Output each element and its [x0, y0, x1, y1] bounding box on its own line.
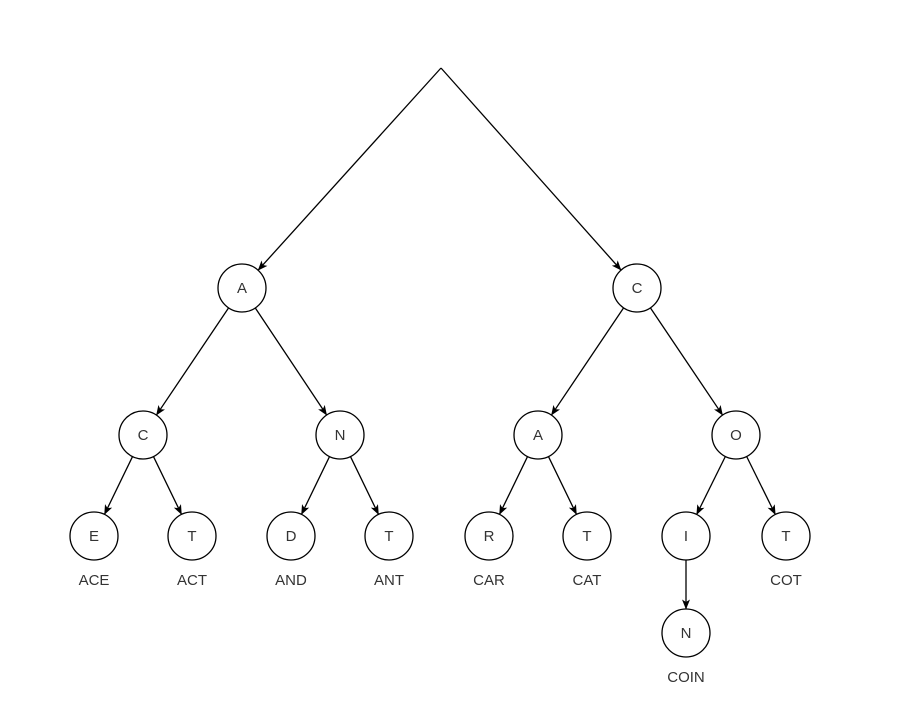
- trie-node-n2: N COIN: [661, 608, 711, 686]
- node-letter: C: [138, 427, 149, 444]
- trie-node-a1: A: [217, 263, 267, 313]
- trie-node-n1: N: [315, 410, 365, 460]
- word-label: CAR: [473, 572, 505, 589]
- node-circle: [513, 410, 563, 460]
- node-letter: O: [730, 427, 742, 444]
- edge-c2-t1: [152, 456, 182, 515]
- trie-node-c1: C: [612, 263, 662, 313]
- trie-node-i1: I: [661, 511, 711, 561]
- edge-a1-c2: [156, 307, 230, 416]
- node-letter: I: [684, 528, 688, 545]
- edge-o1-t4: [746, 456, 776, 515]
- node-letter: T: [582, 528, 591, 545]
- node-letter: C: [632, 280, 643, 297]
- nodes-layer: A C C N A O E ACE T ACT D AND T ANT R CAR T CAT I T COT N COIN: [69, 263, 811, 686]
- edge-a2-r1: [499, 456, 529, 515]
- word-label: AND: [275, 572, 307, 589]
- edge-root-c1: [440, 67, 622, 271]
- trie-node-e1: E ACE: [69, 511, 119, 589]
- node-circle: [69, 511, 119, 561]
- edge-n1-t2: [349, 456, 379, 515]
- trie-node-t1: T ACT: [167, 511, 217, 589]
- word-label: ANT: [374, 572, 404, 589]
- node-circle: [315, 410, 365, 460]
- node-circle: [612, 263, 662, 313]
- node-circle: [661, 511, 711, 561]
- word-label: COT: [770, 572, 802, 589]
- node-letter: E: [89, 528, 99, 545]
- node-letter: T: [384, 528, 393, 545]
- node-circle: [661, 608, 711, 658]
- node-circle: [562, 511, 612, 561]
- node-letter: T: [187, 528, 196, 545]
- trie-node-c2: C: [118, 410, 168, 460]
- node-letter: N: [335, 427, 346, 444]
- edge-c2-e1: [104, 456, 134, 515]
- edge-root-a1: [257, 67, 442, 271]
- node-circle: [364, 511, 414, 561]
- word-label: CAT: [573, 572, 602, 589]
- edge-n1-d1: [301, 456, 331, 515]
- node-circle: [167, 511, 217, 561]
- node-circle: [217, 263, 267, 313]
- node-circle: [266, 511, 316, 561]
- node-circle: [761, 511, 811, 561]
- node-circle: [464, 511, 514, 561]
- trie-node-a2: A: [513, 410, 563, 460]
- trie-node-o1: O: [711, 410, 761, 460]
- trie-node-t2: T ANT: [364, 511, 414, 589]
- edge-c1-o1: [649, 307, 723, 416]
- node-circle: [711, 410, 761, 460]
- trie-node-d1: D AND: [266, 511, 316, 589]
- node-letter: A: [533, 427, 543, 444]
- node-letter: N: [681, 625, 692, 642]
- edges-layer: [104, 67, 776, 610]
- edge-a1-n1: [254, 307, 327, 416]
- node-letter: R: [484, 528, 495, 545]
- node-letter: T: [781, 528, 790, 545]
- edge-c1-a2: [551, 307, 625, 416]
- word-label: ACT: [177, 572, 207, 589]
- trie-node-t4: T COT: [761, 511, 811, 589]
- node-letter: A: [237, 280, 247, 297]
- node-letter: D: [286, 528, 297, 545]
- edge-o1-i1: [696, 456, 726, 515]
- trie-node-r1: R CAR: [464, 511, 514, 589]
- word-label: COIN: [667, 669, 705, 686]
- word-label: ACE: [79, 572, 110, 589]
- node-circle: [118, 410, 168, 460]
- trie-node-t3: T CAT: [562, 511, 612, 589]
- edge-a2-t3: [547, 456, 577, 515]
